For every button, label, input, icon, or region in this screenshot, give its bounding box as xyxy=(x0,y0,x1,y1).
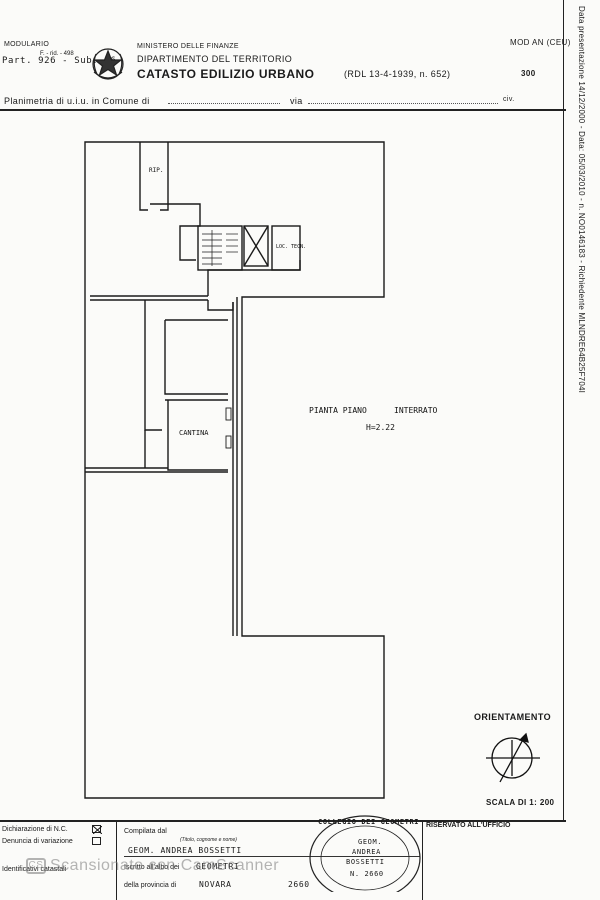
label-plan-title: PIANTA PIANO xyxy=(309,406,367,415)
catasto-title: CATASTO EDILIZIO URBANO xyxy=(137,67,315,81)
footer-col-divider xyxy=(116,820,117,900)
comune-field xyxy=(168,103,280,104)
part-sub-field: Part. 926 - Sub. 36 xyxy=(2,56,117,66)
iscritto-label: Iscritto all'albo dei xyxy=(124,864,180,871)
orientation-title: ORIENTAMENTO xyxy=(474,712,551,722)
modulario-code: F. - rid. - 498 xyxy=(40,51,74,57)
titolo-hint: (Titolo, cognome e nome) xyxy=(180,837,237,843)
department-title: DIPARTIMENTO DEL TERRITORIO xyxy=(137,54,293,64)
via-label: via xyxy=(290,96,303,106)
via-field xyxy=(308,103,498,104)
compass-icon xyxy=(486,732,540,783)
header-divider xyxy=(0,109,566,111)
label-locale-tecnico: LOC. TECN. xyxy=(276,244,306,250)
modulario-label: MODULARIO xyxy=(4,41,50,48)
label-cantina: CANTINA xyxy=(179,429,209,437)
stair-block xyxy=(197,225,243,271)
compiler-line xyxy=(124,856,420,857)
compiler-name: GEOM. ANDREA BOSSETTI xyxy=(128,846,242,855)
denuncia-label: Denuncia di variazione xyxy=(2,838,73,845)
footer-col-divider-right xyxy=(422,820,423,900)
dichiarazione-label: Dichiarazione di N.C. xyxy=(2,826,68,833)
plan-wall-upper xyxy=(90,295,208,301)
provincia-label: della provincia di xyxy=(124,882,177,889)
side-presentation-text: Data presentazione 14/12/2000 - Data: 05… xyxy=(577,6,586,394)
law-reference: (RDL 13-4-1939, n. 652) xyxy=(344,69,451,79)
compilata-label: Compilata dal xyxy=(124,828,167,835)
ministry-title: MINISTERO DELLE FINANZE xyxy=(137,43,239,50)
label-height: H=2.22 xyxy=(366,423,395,432)
planimetria-label: Planimetria di u.i.u. in Comune di xyxy=(4,96,150,106)
identificativi-label: Identificativi catastali xyxy=(2,866,67,873)
scanner-logo-icon: CS xyxy=(26,857,46,874)
mod-code: MOD AN (CEU) xyxy=(510,38,571,47)
label-rip: RIP. xyxy=(149,167,163,174)
plan-outline xyxy=(84,141,385,799)
footer-divider xyxy=(0,820,566,822)
provincia-value: NOVARA xyxy=(199,880,232,889)
plan-wall-cellars xyxy=(144,300,228,471)
label-plan-title2: INTERRATO xyxy=(394,406,438,415)
registration-number: 2660 xyxy=(288,880,310,889)
scale-label: SCALA DI 1: 200 xyxy=(486,798,555,807)
albo-value: GEOMETRI xyxy=(196,862,240,871)
right-border xyxy=(563,0,564,820)
riservato-label: RISERVATO ALL'UFFICIO xyxy=(426,822,511,829)
republic-emblem-icon xyxy=(92,48,124,80)
dichiarazione-checkbox[interactable] xyxy=(92,825,102,834)
geometri-stamp: COLLEGIO DEI GEOMETRI GEOM. ANDREA BOSSE… xyxy=(306,808,424,892)
denuncia-checkbox[interactable] xyxy=(92,837,101,845)
civ-label: civ. xyxy=(503,96,515,103)
mod-number: 300 xyxy=(521,69,536,78)
floor-plan: RIP. LOC. TECN. PIANTA PIANO INTERRATO H… xyxy=(84,141,438,799)
room-rip xyxy=(139,142,169,211)
